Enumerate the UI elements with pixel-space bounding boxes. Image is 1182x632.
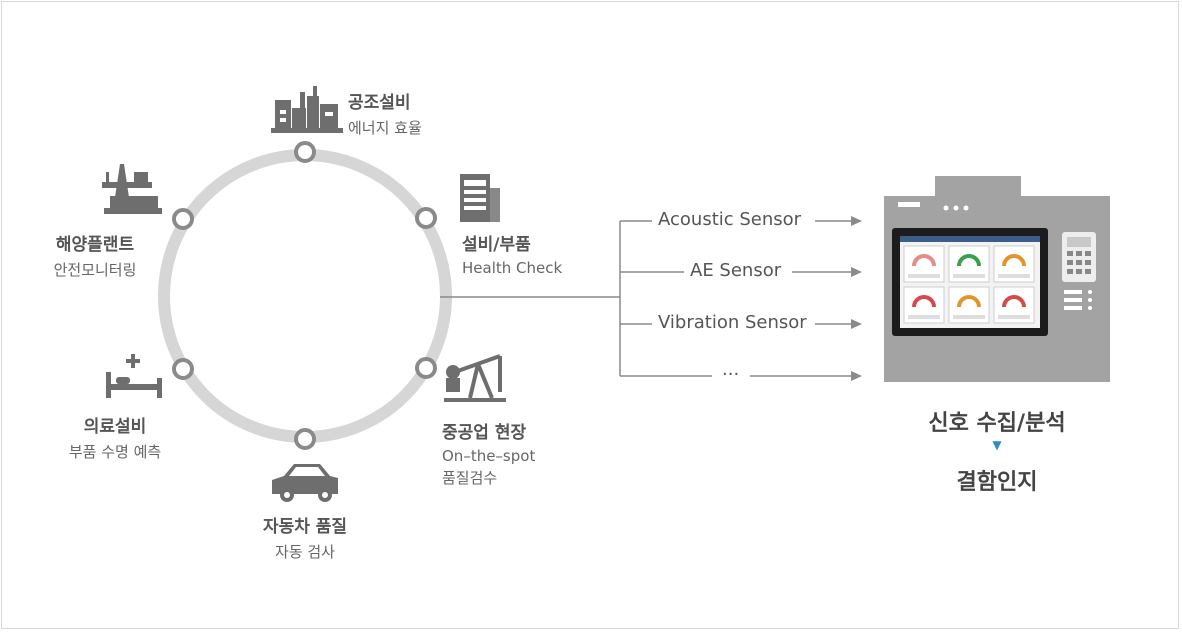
- device-keypad: [1062, 232, 1096, 310]
- label-facility: 설비/부품 Health Check: [462, 230, 562, 277]
- server-rack-icon: [460, 174, 500, 222]
- label-medical: 의료설비 부품 수명 예측: [40, 412, 190, 462]
- down-arrow-icon: ▼: [992, 438, 1002, 452]
- label-auto: 자동차 품질 자동 검사: [235, 512, 375, 562]
- sensor-more: ···: [716, 364, 746, 385]
- node-auto: [294, 428, 316, 450]
- node-heavy: [415, 357, 437, 379]
- factory-icon: [271, 86, 343, 133]
- device-caption-collect: 신호 수집/분석: [928, 411, 1066, 436]
- connector-arrowheads: [851, 216, 862, 381]
- auto-sub: 자동 검사: [275, 543, 335, 561]
- offshore-title: 해양플랜트: [55, 235, 135, 255]
- label-hvac: 공조설비 에너지 효율: [348, 88, 422, 138]
- hospital-bed-icon: [106, 354, 162, 398]
- offshore-sub: 안전모니터링: [53, 261, 137, 279]
- node-facility: [415, 207, 437, 229]
- medical-sub: 부품 수명 예측: [68, 443, 162, 461]
- ring-nodes: [172, 141, 437, 450]
- pump-jack-icon: [444, 354, 506, 402]
- car-icon: [272, 464, 338, 502]
- application-ring: [158, 149, 452, 443]
- connector-lines: [440, 220, 852, 377]
- node-medical: [172, 358, 194, 380]
- facility-title: 설비/부품: [462, 235, 531, 255]
- sensor-ae: AE Sensor: [684, 260, 788, 281]
- label-offshore: 해양플랜트 안전모니터링: [30, 230, 160, 280]
- device-caption-detect: 결함인지: [956, 470, 1038, 495]
- node-offshore: [172, 208, 194, 230]
- heavy-sub: On–the–spot: [442, 447, 536, 465]
- sensor-vibration: Vibration Sensor: [652, 312, 813, 333]
- label-heavy: 중공업 현장 On–the–spot 품질검수: [442, 418, 535, 488]
- sensor-acoustic: Acoustic Sensor: [652, 209, 808, 230]
- heavy-title: 중공업 현장: [442, 423, 527, 443]
- facility-sub: Health Check: [462, 259, 563, 277]
- auto-title: 자동차 품질: [262, 517, 348, 537]
- node-hvac: [294, 141, 316, 163]
- offshore-rig-icon: [102, 164, 162, 214]
- screen-gauges: [903, 245, 1035, 324]
- hvac-title: 공조설비: [348, 93, 411, 113]
- heavy-sub2: 품질검수: [442, 469, 498, 487]
- hvac-sub: 에너지 효율: [348, 119, 422, 137]
- medical-title: 의료설비: [83, 417, 147, 437]
- analyzer-device: [884, 176, 1110, 382]
